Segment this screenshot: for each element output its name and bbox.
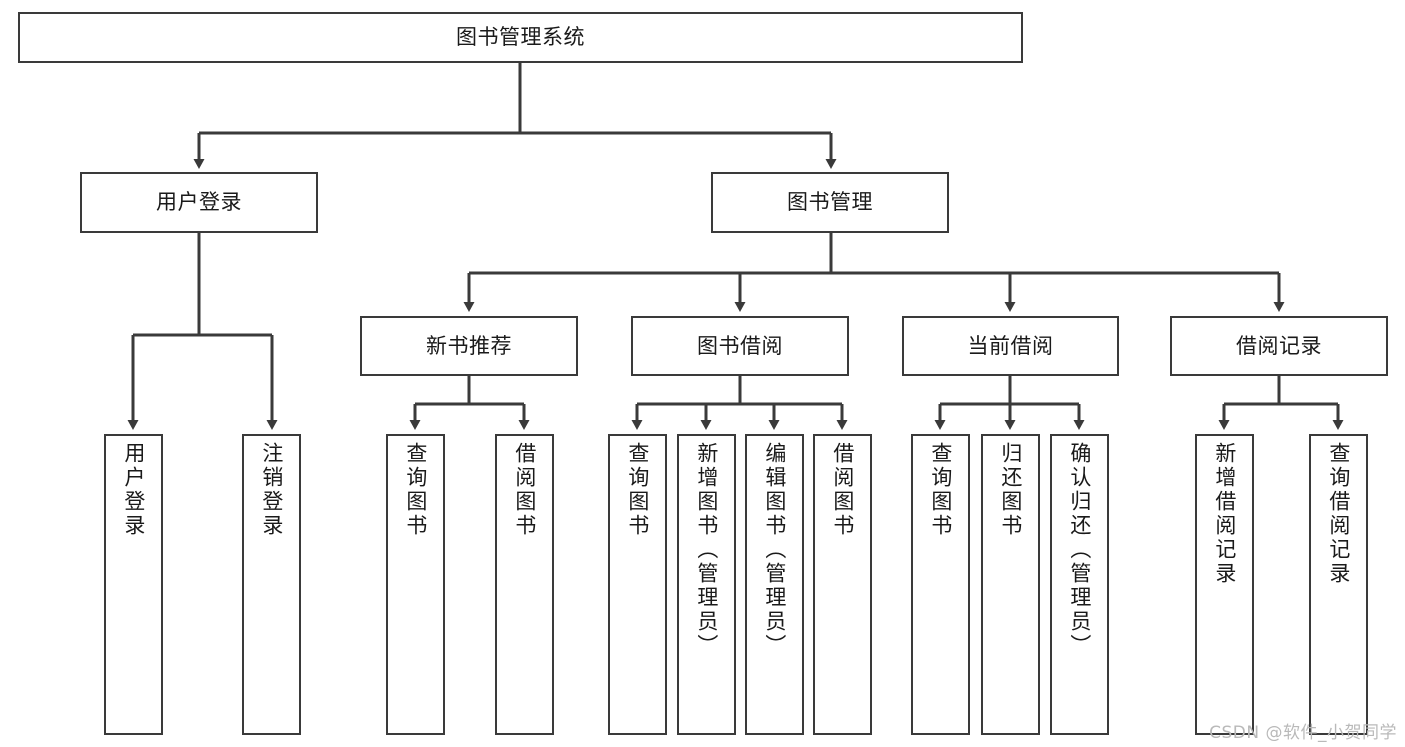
node-label: 归还图书 <box>998 442 1023 538</box>
node-label: 查询图书 <box>403 442 428 538</box>
watermark-credit: CSDN @软件_小贺同学 <box>1209 723 1397 743</box>
node-current-borrow[interactable]: 当前借阅 <box>902 316 1119 376</box>
leaf-current-borrow-return-book[interactable]: 归还图书 <box>981 434 1040 735</box>
leaf-user-login-login[interactable]: 用户登录 <box>104 434 163 735</box>
leaf-borrow-records-query-record[interactable]: 查询借阅记录 <box>1309 434 1368 735</box>
node-label: 图书借阅 <box>697 333 783 358</box>
node-label: 查询图书 <box>928 442 953 538</box>
node-label: 编辑图书（管理员） <box>762 442 787 658</box>
node-label: 新增图书（管理员） <box>694 442 719 658</box>
leaf-current-borrow-query-book[interactable]: 查询图书 <box>911 434 970 735</box>
node-label: 当前借阅 <box>967 333 1054 358</box>
node-book-borrow[interactable]: 图书借阅 <box>631 316 849 376</box>
leaf-book-borrow-edit-book-admin[interactable]: 编辑图书（管理员） <box>745 434 804 735</box>
node-label: 借阅记录 <box>1236 333 1322 358</box>
leaf-borrow-records-add-record[interactable]: 新增借阅记录 <box>1195 434 1254 735</box>
leaf-user-login-logout[interactable]: 注销登录 <box>242 434 301 735</box>
node-label: 新书推荐 <box>426 333 512 358</box>
node-label: 用户登录 <box>156 190 242 215</box>
node-label: 注销登录 <box>259 442 284 538</box>
node-label: 确认归还（管理员） <box>1067 442 1092 658</box>
node-book-management[interactable]: 图书管理 <box>711 172 949 233</box>
node-root-book-management-system[interactable]: 图书管理系统 <box>18 12 1023 63</box>
node-label: 借阅图书 <box>512 442 537 538</box>
leaf-book-borrow-add-book-admin[interactable]: 新增图书（管理员） <box>677 434 736 735</box>
node-label: 借阅图书 <box>830 442 855 538</box>
node-label: 图书管理系统 <box>456 25 585 50</box>
node-label: 查询借阅记录 <box>1326 442 1351 586</box>
node-borrow-records[interactable]: 借阅记录 <box>1170 316 1388 376</box>
node-label: 用户登录 <box>121 442 146 538</box>
leaf-new-book-query-book[interactable]: 查询图书 <box>386 434 445 735</box>
node-label: 查询图书 <box>625 442 650 538</box>
node-user-login[interactable]: 用户登录 <box>80 172 318 233</box>
leaf-book-borrow-borrow-book[interactable]: 借阅图书 <box>813 434 872 735</box>
node-new-book-recommend[interactable]: 新书推荐 <box>360 316 578 376</box>
leaf-book-borrow-query-book[interactable]: 查询图书 <box>608 434 667 735</box>
node-label: 图书管理 <box>787 190 873 215</box>
leaf-new-book-borrow-book[interactable]: 借阅图书 <box>495 434 554 735</box>
node-label: 新增借阅记录 <box>1212 442 1237 586</box>
leaf-current-borrow-confirm-return-admin[interactable]: 确认归还（管理员） <box>1050 434 1109 735</box>
